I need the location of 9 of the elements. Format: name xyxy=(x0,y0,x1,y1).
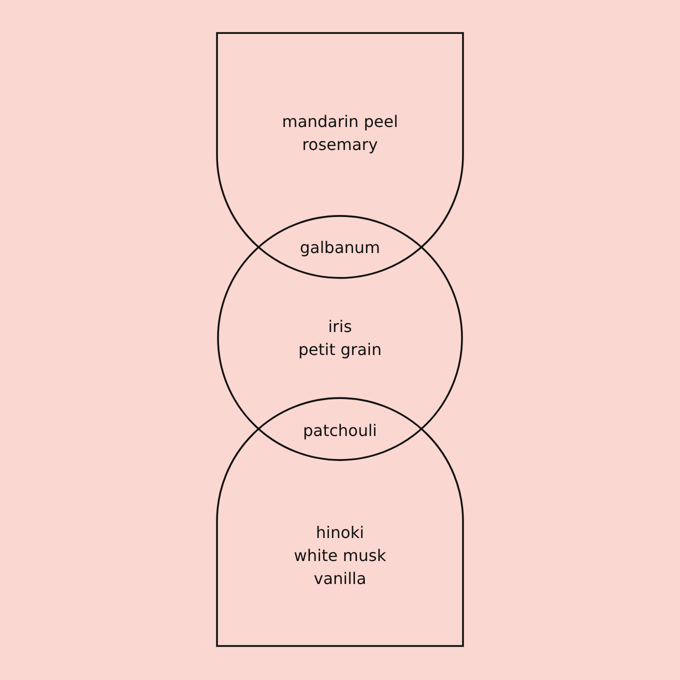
note-text: vanilla xyxy=(314,568,366,590)
note-text: white musk xyxy=(294,544,386,566)
note-text: rosemary xyxy=(302,134,378,156)
note-text: hinoki xyxy=(316,522,364,544)
note-text: petit grain xyxy=(298,339,382,361)
note-text: iris xyxy=(328,316,352,338)
note-text: mandarin peel xyxy=(282,111,398,133)
overlap-note-text: patchouli xyxy=(303,421,377,441)
overlap-note-text: galbanum xyxy=(300,238,380,258)
